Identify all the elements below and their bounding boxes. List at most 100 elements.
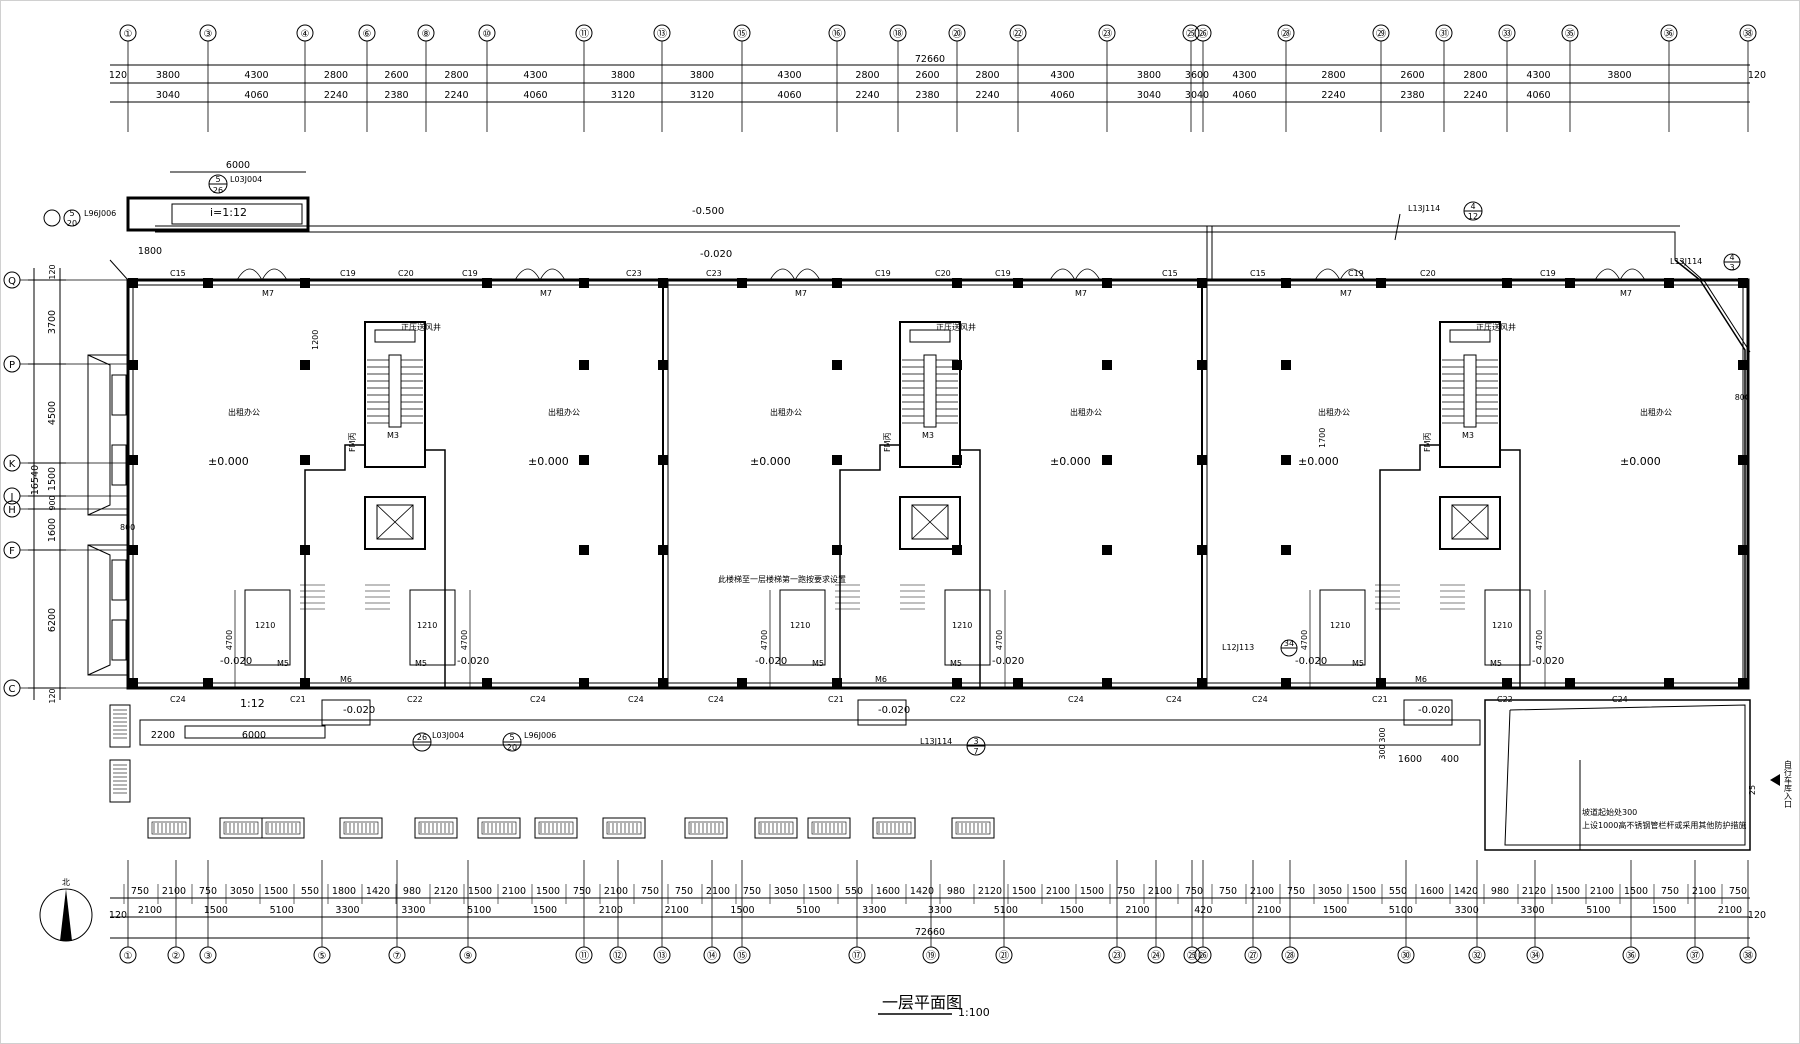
bottom-dim-row1: 2100 xyxy=(1590,886,1614,897)
window-tag-bottom: C24 xyxy=(1166,695,1182,704)
svg-text:34: 34 xyxy=(1284,639,1294,648)
grate xyxy=(602,817,646,839)
building-outline xyxy=(87,196,1751,851)
bottom-dim-row1: 1420 xyxy=(910,886,934,897)
column xyxy=(1102,278,1112,288)
level-minus-020: -0.020 xyxy=(220,656,252,667)
top-dim-row1: 3800 xyxy=(611,70,635,81)
svg-text:L13J114: L13J114 xyxy=(1670,257,1702,266)
column xyxy=(579,278,589,288)
svg-text:20: 20 xyxy=(507,743,517,752)
svg-text:20: 20 xyxy=(67,219,77,228)
bottom-dim-row2: 2100 xyxy=(1718,905,1742,916)
column xyxy=(952,360,962,370)
grate xyxy=(109,759,131,803)
column xyxy=(1197,678,1207,688)
bottom-axis-label: ㉚ xyxy=(1401,950,1411,962)
left-axis-label: K xyxy=(9,459,16,470)
bottom-dim-row2: 5100 xyxy=(796,905,820,916)
drawing-title: 一层平面图 xyxy=(882,993,962,1012)
bottom-dim-row1: 550 xyxy=(1389,886,1407,897)
dim-1210: 1210 xyxy=(790,621,810,630)
bottom-axis-label: ㊳ xyxy=(1743,950,1753,962)
grate xyxy=(872,817,916,839)
column xyxy=(128,455,138,465)
bottom-axis-label: ③ xyxy=(204,951,213,962)
top-dim-row2: 3120 xyxy=(690,90,714,101)
svg-text:3: 3 xyxy=(1729,263,1734,272)
bottom-dim-row1: 2100 xyxy=(706,886,730,897)
top-axis-label: ㊱ xyxy=(1664,28,1674,40)
bottom-axis-marker xyxy=(575,946,593,964)
room-label: 出租办公 xyxy=(770,407,802,417)
bottom-dim-row2: 5100 xyxy=(1586,905,1610,916)
bottom-axis-label: ⑮ xyxy=(737,950,747,962)
bottom-edge-120-right: 120 xyxy=(1748,910,1766,921)
column xyxy=(952,545,962,555)
bottom-dim-row2: 2100 xyxy=(138,905,162,916)
column xyxy=(658,360,668,370)
bottom-dim-row1: 2120 xyxy=(978,886,1002,897)
bottom-dim-row2: 2100 xyxy=(599,905,623,916)
top-dim-row2: 3040 xyxy=(1137,90,1161,101)
window-tag-top: C19 xyxy=(1348,269,1364,278)
window-tag-bottom: C24 xyxy=(530,695,546,704)
grate xyxy=(109,704,131,748)
bottom-dim-row1: 550 xyxy=(845,886,863,897)
top-axis-label: ㉘ xyxy=(1281,28,1291,40)
column xyxy=(658,678,668,688)
bottom-axis-label: ㉘ xyxy=(1285,950,1295,962)
bottom-dim-row2: 1500 xyxy=(1060,905,1084,916)
dim-400-right: 400 xyxy=(1441,754,1459,765)
column xyxy=(1664,278,1674,288)
dim-1210: 1210 xyxy=(255,621,275,630)
left-dim-total: 16540 xyxy=(30,465,41,495)
drainage-grates xyxy=(109,704,995,839)
door-tag: M7 xyxy=(262,289,274,298)
bottom-axis-label: ㊱ xyxy=(1626,950,1636,962)
left-dim-4500: 4500 xyxy=(47,401,58,425)
column xyxy=(1502,678,1512,688)
column xyxy=(203,678,213,688)
left-axis-label: C xyxy=(9,684,16,695)
door-m6-label: M6 xyxy=(340,675,352,684)
top-axis-marker xyxy=(828,24,846,42)
dim-800-right: 800 xyxy=(1735,393,1750,402)
svg-text:L96J006: L96J006 xyxy=(84,209,116,218)
bottom-dim-row1: 2100 xyxy=(162,886,186,897)
bottom-dim-row1: 1500 xyxy=(1556,886,1580,897)
svg-text:L03J004: L03J004 xyxy=(230,175,262,184)
bottom-dim-row2: 2100 xyxy=(1257,905,1281,916)
column xyxy=(482,678,492,688)
room-label: 出租办公 xyxy=(1070,407,1102,417)
bottom-dim-row1: 1600 xyxy=(1420,886,1444,897)
fire-door-label: FM丙 xyxy=(1423,432,1432,452)
dim-1600-right: 1600 xyxy=(1398,754,1422,765)
ramp-slope-label: i=1:12 xyxy=(210,206,247,219)
bottom-axis-marker xyxy=(609,946,627,964)
bottom-axis-marker xyxy=(1739,946,1757,964)
bottom-dim-row2: 5100 xyxy=(1389,905,1413,916)
left-dim-1600: 1600 xyxy=(47,518,58,542)
column xyxy=(1102,360,1112,370)
column xyxy=(1013,278,1023,288)
dim-25: 25 xyxy=(1748,785,1757,795)
bottom-edge-120: 120 xyxy=(109,910,127,921)
bottom-dim-row1: 2100 xyxy=(502,886,526,897)
left-dim-6200: 6200 xyxy=(47,608,58,632)
level-minus-020-entrance: -0.020 xyxy=(1418,705,1450,716)
bottom-dim-row2: 420 xyxy=(1194,905,1212,916)
structural-columns xyxy=(128,278,1748,688)
detail-ref-l96j006-top: L96J006 5 20 xyxy=(43,209,116,228)
detail-ref-l03j004-bottom: 26 L03J004 xyxy=(412,731,464,752)
column xyxy=(128,678,138,688)
window-tag-top: C23 xyxy=(706,269,722,278)
top-axis-marker xyxy=(296,24,314,42)
door-m5-label: M5 xyxy=(1490,659,1502,668)
bottom-axis-label: ⑦ xyxy=(393,951,402,962)
door-m5-label: M5 xyxy=(1352,659,1364,668)
top-dim-row1: 2600 xyxy=(915,70,939,81)
floor-level: ±0.000 xyxy=(1050,455,1091,468)
bottom-axis-label: ⑨ xyxy=(464,951,473,962)
